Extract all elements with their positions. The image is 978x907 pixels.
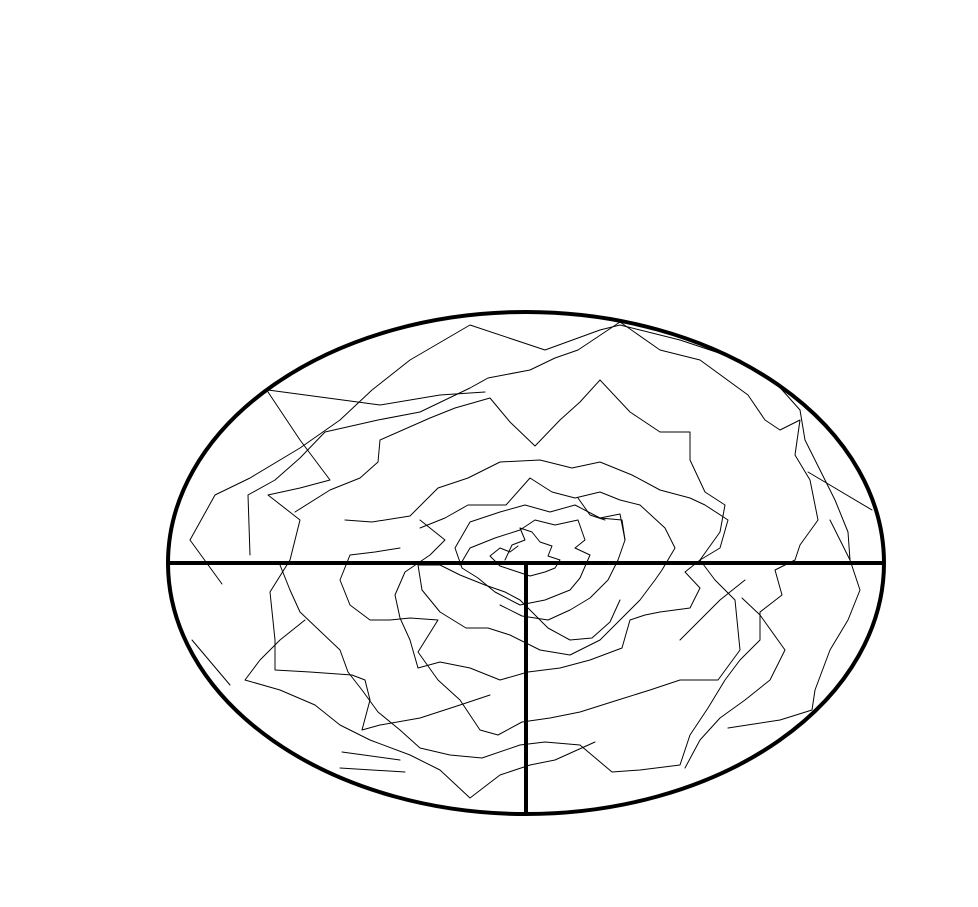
scribble-outer-left-c bbox=[267, 389, 486, 406]
scribble-bottom-stub-2 bbox=[339, 767, 406, 773]
scribble-ring-4 bbox=[344, 459, 729, 681]
scribble-right-stub-3 bbox=[684, 597, 786, 769]
scribble-inner-link bbox=[599, 517, 626, 541]
scribble-ring-5 bbox=[294, 379, 741, 736]
scribble-inner-link-2 bbox=[577, 497, 606, 521]
scribble-outer-left-a bbox=[267, 391, 491, 731]
scribble-right-stub bbox=[807, 471, 873, 511]
scribble-right-stub-2 bbox=[829, 519, 851, 561]
scribble-bottom-stub bbox=[341, 751, 401, 761]
scribble-ring-3 bbox=[417, 477, 676, 656]
scribble-left-stub-2 bbox=[191, 639, 231, 686]
scribble-texture bbox=[189, 321, 873, 799]
ellipse-frame bbox=[166, 310, 886, 816]
scribble-ring-2 bbox=[454, 504, 626, 621]
scribble-center-link bbox=[679, 579, 746, 641]
scribble-outer-left-b bbox=[244, 619, 596, 799]
scribble-ring-6 bbox=[247, 321, 819, 773]
